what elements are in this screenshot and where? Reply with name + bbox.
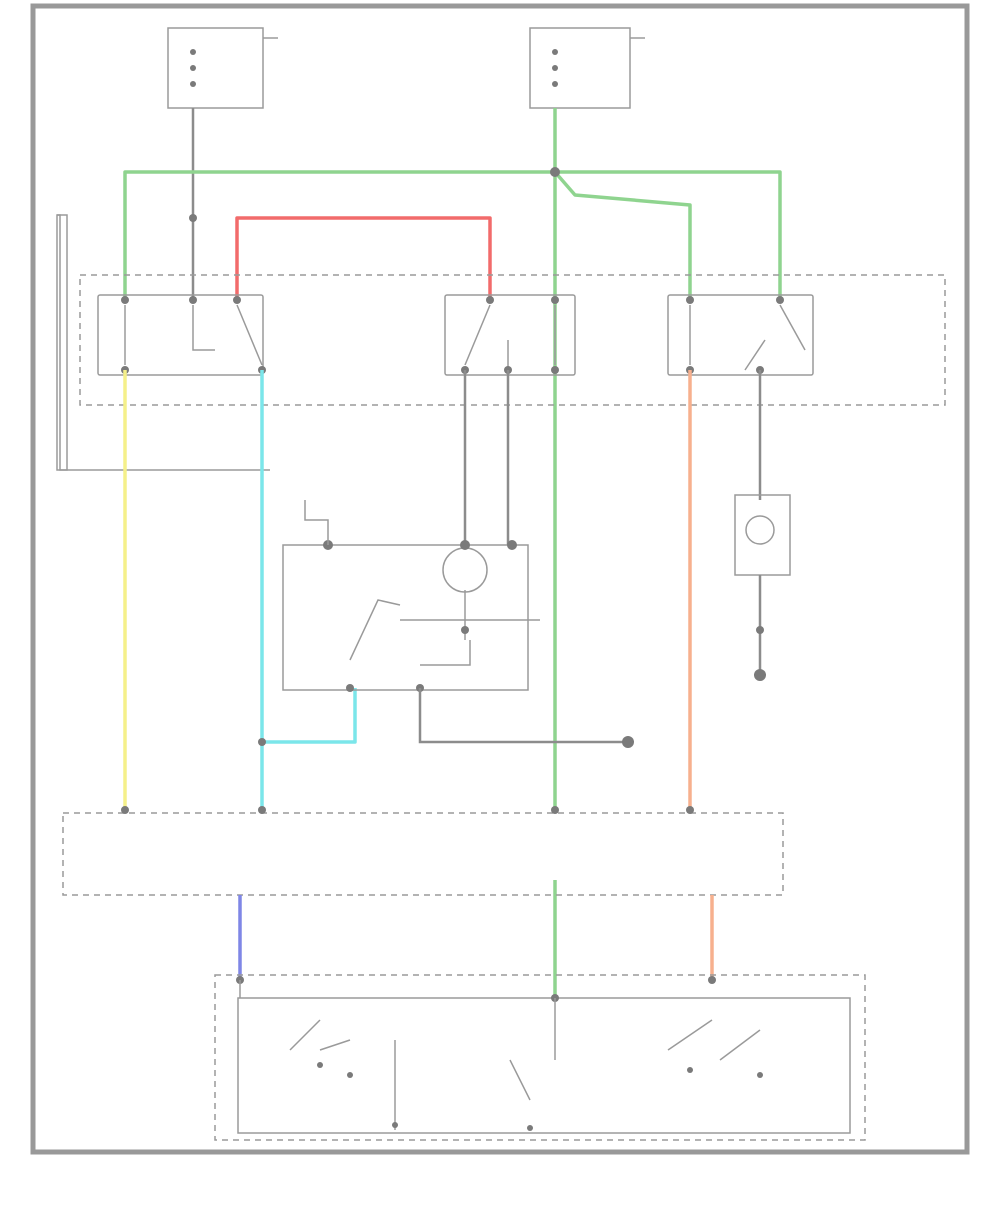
relay-high-speed bbox=[444, 294, 576, 376]
wiper-motor bbox=[282, 500, 540, 692]
fuse-block-left bbox=[167, 27, 278, 109]
ground-point-washer bbox=[754, 669, 766, 681]
junction-box bbox=[62, 806, 784, 896]
relay-washer-pump bbox=[667, 294, 814, 376]
diagram-frame bbox=[30, 3, 970, 1155]
ground-point-motor bbox=[622, 736, 634, 748]
multifunction-switch bbox=[214, 974, 866, 1141]
wire-cyan-jumper bbox=[262, 688, 357, 744]
wire-motor-ground bbox=[418, 688, 628, 744]
wire-red-jumper bbox=[235, 216, 492, 300]
washer-motor bbox=[734, 494, 791, 681]
relay-module bbox=[56, 214, 946, 471]
fuse-block-right bbox=[529, 27, 645, 109]
relay-low-speed bbox=[97, 294, 266, 376]
